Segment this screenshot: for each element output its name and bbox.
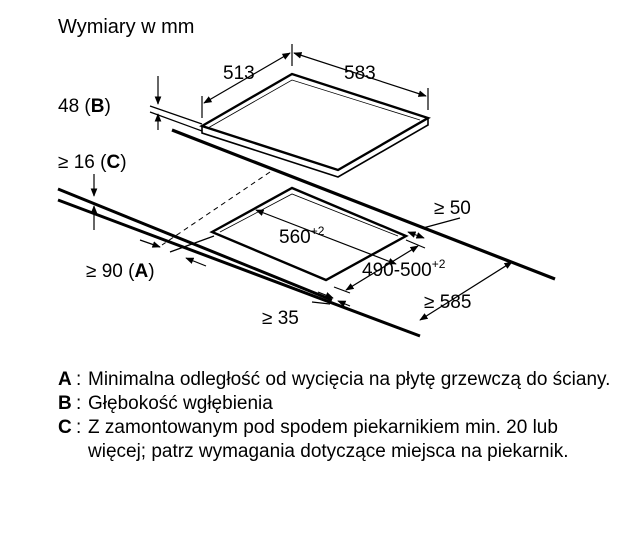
- worktop-thickness-label: ≥ 16 (C): [58, 152, 127, 173]
- legend-text: Z zamontowanym pod spodem piekarnikiem m…: [88, 417, 569, 462]
- cutout-width-line: [255, 209, 397, 265]
- legend-key: C: [58, 417, 72, 438]
- installation-diagram: Wymiary w mm 513 583 48 (B) ≥ 16 (C): [57, 16, 556, 338]
- legend-colon: :: [76, 417, 82, 438]
- legend-key: A: [58, 369, 72, 390]
- cutout-depth-dimension: [333, 239, 426, 294]
- legend-text: Głębokość wgłębienia: [88, 393, 273, 414]
- recess-depth-label: 48 (B): [58, 96, 111, 117]
- hob-outline: [199, 72, 431, 178]
- legend-colon: :: [76, 369, 82, 390]
- min-front-label: ≥ 35: [262, 308, 299, 329]
- projection-line: [161, 171, 271, 246]
- recess-depth-dimension: [149, 76, 203, 132]
- legend-key: B: [58, 393, 72, 414]
- legend-text: Minimalna odległość od wycięcia na płytę…: [88, 369, 611, 390]
- cutout-width-label: 560+2: [279, 224, 325, 248]
- worktop-front-edges: [57, 187, 421, 338]
- legend-item-c: C : Z zamontowanym pod spodem piekarniki…: [58, 416, 618, 464]
- min-wall-distance-label: ≥ 90 (A): [86, 261, 155, 282]
- hob-width-label: 513: [223, 63, 255, 84]
- cutout-depth-label: 490-500+2: [362, 257, 446, 281]
- min-worktop-dimension: [419, 261, 513, 321]
- legend: A : Minimalna odległość od wycięcia na p…: [58, 368, 618, 464]
- min-worktop-label: ≥ 585: [424, 292, 471, 313]
- min-front-dimension: [311, 291, 351, 308]
- legend-item-b: B : Głębokość wgłębienia: [58, 392, 618, 416]
- legend-colon: :: [76, 393, 82, 414]
- hob-dimension-lines: [201, 44, 429, 118]
- diagram-title: Wymiary w mm: [58, 16, 194, 38]
- legend-item-a: A : Minimalna odległość od wycięcia na p…: [58, 368, 618, 392]
- hob-depth-label: 583: [344, 63, 376, 84]
- min-wall-distance-dimension: [139, 235, 215, 267]
- min-back-dimension: [407, 217, 461, 239]
- worktop-back-edge: [171, 128, 556, 281]
- min-back-label: ≥ 50: [434, 198, 471, 219]
